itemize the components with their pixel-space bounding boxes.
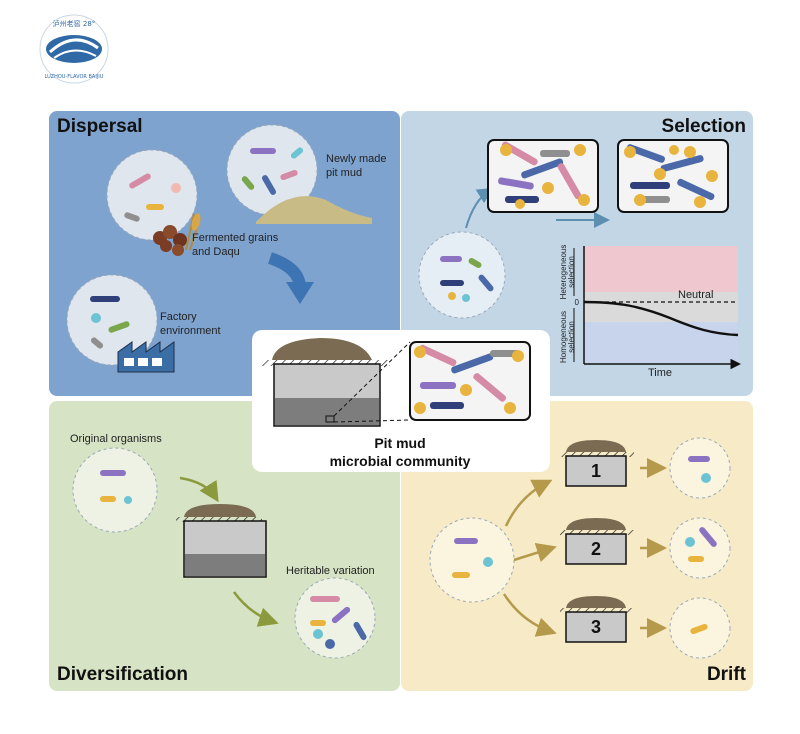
center-label-1: Pit mud <box>374 435 425 451</box>
dispersal-arrow <box>286 282 314 304</box>
variation-label: Heritable variation <box>286 565 375 577</box>
chart-zero-label: 0 <box>575 298 580 307</box>
hetero-label-2: selection <box>567 256 576 288</box>
pit-cover <box>272 338 372 360</box>
grains-label-2: and Daqu <box>192 246 240 258</box>
community-box <box>617 139 729 213</box>
neutral-label: Neutral <box>678 289 713 301</box>
pit-number-1: 1 <box>591 461 601 481</box>
selection-chart: 0 Neutral Time Heterogeneous selection H… <box>559 245 741 379</box>
center-label-2: microbial community <box>330 453 471 469</box>
selection-content: 0 Neutral Time Heterogeneous selection H… <box>418 139 741 379</box>
dispersal-content: Fermented grains and Daqu Newly made pit… <box>66 124 387 373</box>
brand-logo: 泸州老窖 28° LUZHOU-FLAVOR BAIJIU <box>39 14 109 84</box>
pit-number-2: 2 <box>591 539 601 559</box>
neutral-band <box>584 292 738 322</box>
community-box <box>409 341 531 421</box>
factory-icon <box>117 341 175 373</box>
selection-curve <box>583 300 739 337</box>
microbe-circle <box>418 231 506 319</box>
factory-label-1: Factory <box>160 311 197 323</box>
selection-title: Selection <box>662 116 746 137</box>
homo-label-1: Homogeneous <box>559 311 568 363</box>
grains-label-1: Fermented grains <box>192 232 279 244</box>
dispersal-title: Dispersal <box>57 116 143 137</box>
diversification-title: Diversification <box>57 664 188 685</box>
drift-pit-3: 3 <box>560 596 634 643</box>
logo-text-top: 泸州老窖 28° <box>53 19 96 28</box>
drift-pit-1: 1 <box>560 440 634 487</box>
microbe-circle <box>669 437 731 499</box>
drift-content: 1 2 3 <box>429 437 731 659</box>
community-box <box>487 139 599 213</box>
microbe-circle <box>106 149 198 241</box>
homogeneous-band <box>584 322 738 362</box>
heterogeneous-band <box>584 246 738 292</box>
microbe-circle <box>66 274 158 366</box>
logo-text-bottom: LUZHOU-FLAVOR BAIJIU <box>45 74 104 80</box>
diversification-content: Original organisms Heritable variation <box>70 433 376 659</box>
center-community: Pit mud microbial community <box>252 330 550 472</box>
pit-mud-label-2: pit mud <box>326 167 362 179</box>
microbe-circle <box>226 124 318 216</box>
drift-title: Drift <box>707 664 747 685</box>
fermented-grains-icon <box>153 213 201 256</box>
pit-mud-label-1: Newly made <box>326 153 387 165</box>
pit-number-3: 3 <box>591 617 601 637</box>
factory-label-2: environment <box>160 325 221 337</box>
microbe-circle <box>72 447 158 533</box>
chart-x-label: Time <box>648 367 672 379</box>
pit-mud-heap-icon <box>256 196 372 224</box>
microbe-circle <box>429 517 515 603</box>
homo-label-2: selection <box>567 321 576 353</box>
hetero-label-1: Heterogeneous <box>559 245 568 300</box>
pit-icon <box>176 504 267 578</box>
drift-pit-2: 2 <box>560 518 634 565</box>
original-label: Original organisms <box>70 433 162 445</box>
microbe-circle <box>669 517 731 579</box>
